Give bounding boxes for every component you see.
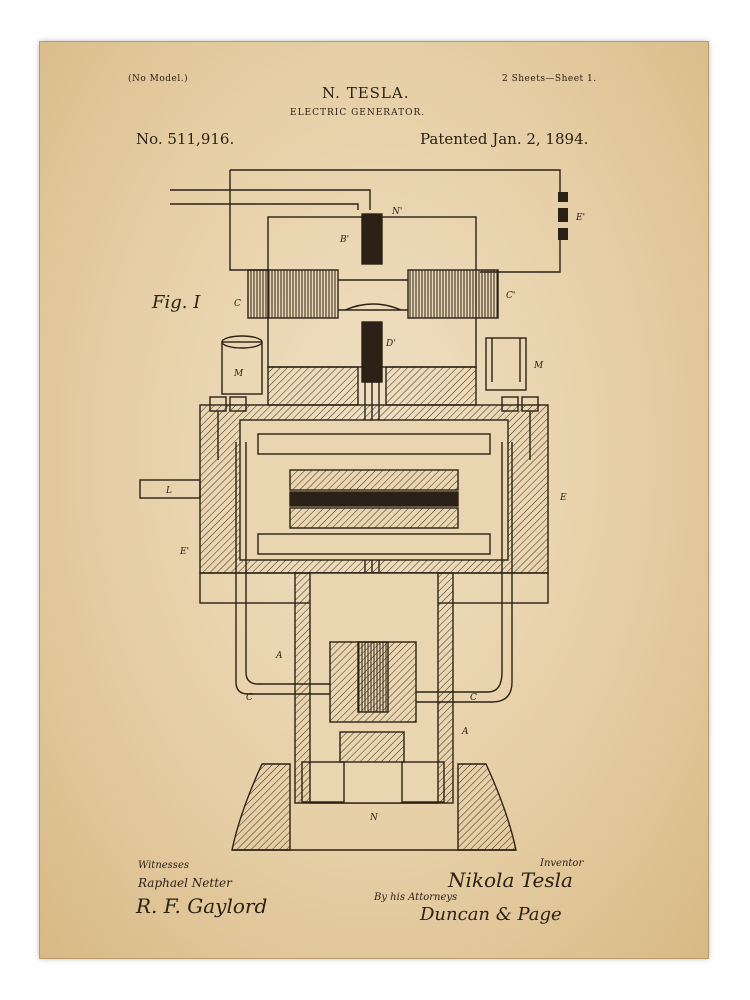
ref-letter-a-right: A (461, 727, 469, 737)
attorneys-signature: Duncan & Page (420, 904, 562, 925)
ref-letter-n-bottom: N (369, 813, 379, 823)
ref-letter-c-bottom-left: C (246, 693, 253, 703)
sheets-label: 2 Sheets—Sheet 1. (502, 74, 597, 84)
witness-2-signature: R. F. Gaylord (136, 894, 268, 918)
patent-title: ELECTRIC GENERATOR. (290, 108, 426, 118)
figure-label: Fig. I (152, 292, 201, 313)
ref-letter-e-side: E (559, 493, 567, 503)
ref-letter-c-right: C' (506, 291, 515, 301)
generator-drawing: N' E' B' C' C D' M M L E E' A A C C N (139, 169, 585, 851)
ref-letter-n-top: N' (391, 207, 402, 217)
inventor-name: N. TESLA. (322, 84, 410, 102)
ref-letter-m-right: M (533, 361, 544, 371)
ref-letter-m-left: M (233, 369, 244, 379)
ref-letter-c-left: C (234, 299, 241, 309)
ref-letter-e-right: E' (575, 213, 585, 223)
ref-letter-a-left: A (275, 651, 283, 661)
ref-letter-d-mid: D' (385, 339, 396, 349)
inventor-label: Inventor (540, 858, 584, 869)
patent-sheet: (No Model.) N. TESLA. ELECTRIC GENERATOR… (40, 42, 708, 958)
patent-number: No. 511,916. (136, 130, 235, 148)
attorneys-label: By his Attorneys (374, 892, 458, 903)
ref-letter-c-bottom-right: C (470, 693, 477, 703)
no-model-label: (No Model.) (128, 74, 189, 84)
ref-letter-e-left: E' (179, 547, 189, 557)
ref-letter-b-upper: B' (339, 235, 349, 245)
witnesses-label: Witnesses (138, 860, 189, 871)
ref-letter-l: L (165, 486, 172, 496)
patent-date: Patented Jan. 2, 1894. (420, 130, 589, 148)
witness-1-signature: Raphael Netter (138, 876, 232, 890)
inventor-signature: Nikola Tesla (448, 868, 573, 892)
